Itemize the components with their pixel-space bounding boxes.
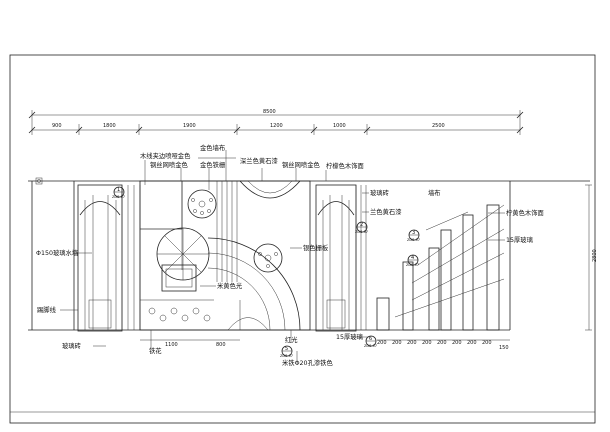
label-silver-grille: 银色栅板: [303, 243, 329, 252]
svg-text:ZD8-07: ZD8-07: [407, 238, 420, 242]
label-gold-curtain: 金色墙布: [200, 143, 225, 152]
svg-text:ZD8-07: ZD8-07: [406, 263, 419, 267]
label-oak-veneer-top: 柠檬色木饰面: [326, 161, 364, 170]
dimension-1100: 1100: [165, 342, 178, 348]
callout-2: 2 ZD8-07: [355, 221, 368, 234]
sheet-border: [9, 54, 596, 424]
dimension-2500: 2500: [432, 123, 445, 129]
callout-3: 3 ZD8-07: [407, 229, 420, 242]
right-fluted-panel: [355, 185, 367, 330]
dimension-1900: 1900: [183, 123, 196, 129]
label-glass-brick-left: 玻璃砖: [62, 341, 82, 350]
label-blue-sandstone-top: 深兰色黄石漆: [240, 156, 278, 165]
svg-text:5: 5: [285, 346, 288, 352]
callout-6: 6 ZD8-07: [364, 335, 377, 348]
label-skirting: 踢脚线: [37, 305, 57, 314]
label-gold-grille: 金色铁栅: [200, 160, 226, 169]
leader-lines: [60, 150, 505, 362]
spacing-6: 200: [452, 340, 462, 346]
spacing-8: 200: [482, 340, 492, 346]
dimension-800: 800: [216, 342, 226, 348]
overall-dimension: 8500: [263, 109, 276, 115]
callout-5: 5 ZD8-07: [280, 345, 293, 358]
label-steel-mesh-gold: 钢丝网喷金色: [150, 160, 188, 169]
label-glass-15mm-bottom: 15厚玻璃: [336, 332, 363, 341]
timber-column-screen: [376, 204, 505, 331]
spacing-2: 200: [392, 340, 402, 346]
label-rice-yellow-light: 米黄色光: [217, 281, 243, 290]
label-black-steel-bar: 米铁Φ20孔渗铁色: [282, 358, 333, 367]
left-fluted-panel: [121, 185, 141, 330]
svg-text:ZD8-07: ZD8-07: [364, 344, 377, 348]
svg-text:6: 6: [369, 336, 372, 342]
svg-text:ZD8-07: ZD8-07: [355, 230, 368, 234]
spacing-5: 200: [437, 340, 447, 346]
label-oak-veneer-right: 柠黄色木饰面: [506, 208, 544, 217]
center-marker: [35, 177, 43, 185]
label-glass-15mm-right: 15厚玻璃: [506, 235, 533, 244]
dimension-ticks: [28, 110, 524, 135]
svg-text:ZD8-07: ZD8-07: [280, 354, 293, 358]
dimension-1800: 1800: [103, 123, 116, 129]
label-red-light: 红光: [285, 335, 298, 344]
svg-text:3: 3: [412, 230, 415, 236]
spacing-1: 200: [377, 340, 387, 346]
svg-text:1: 1: [117, 187, 120, 193]
spacing-7: 200: [467, 340, 477, 346]
label-steel-mesh-spray-gold: 钢丝网喷金色: [282, 160, 320, 169]
dimension-1000: 1000: [333, 123, 346, 129]
dimension-1200: 1200: [270, 123, 283, 129]
spacing-3: 200: [407, 340, 417, 346]
right-glass-column: [315, 184, 357, 332]
center-panel: [139, 180, 311, 331]
label-iron-flower: 铁花: [149, 346, 162, 355]
end-dimension: 150: [499, 345, 509, 351]
label-wood-line: 木线夹边喷哑金色: [140, 151, 191, 160]
label-glass-brick-right: 玻璃砖: [370, 188, 390, 197]
svg-text:2: 2: [360, 222, 363, 228]
svg-text:4: 4: [411, 255, 414, 261]
callout-1: 1 ZD8-07: [112, 186, 125, 199]
label-glass-150-left: Φ150玻璃水墙: [36, 248, 79, 257]
spacing-4: 200: [422, 340, 432, 346]
dimension-900: 900: [52, 123, 62, 129]
label-blue-sandstone: 兰色黄石漆: [370, 207, 402, 216]
svg-text:ZD8-07: ZD8-07: [112, 195, 125, 199]
label-wall-cloth: 墙布: [428, 188, 441, 197]
height-dimension: 2800: [592, 249, 598, 262]
callout-4: 4 ZD8-07: [406, 254, 419, 267]
left-glass-column: [77, 184, 123, 332]
